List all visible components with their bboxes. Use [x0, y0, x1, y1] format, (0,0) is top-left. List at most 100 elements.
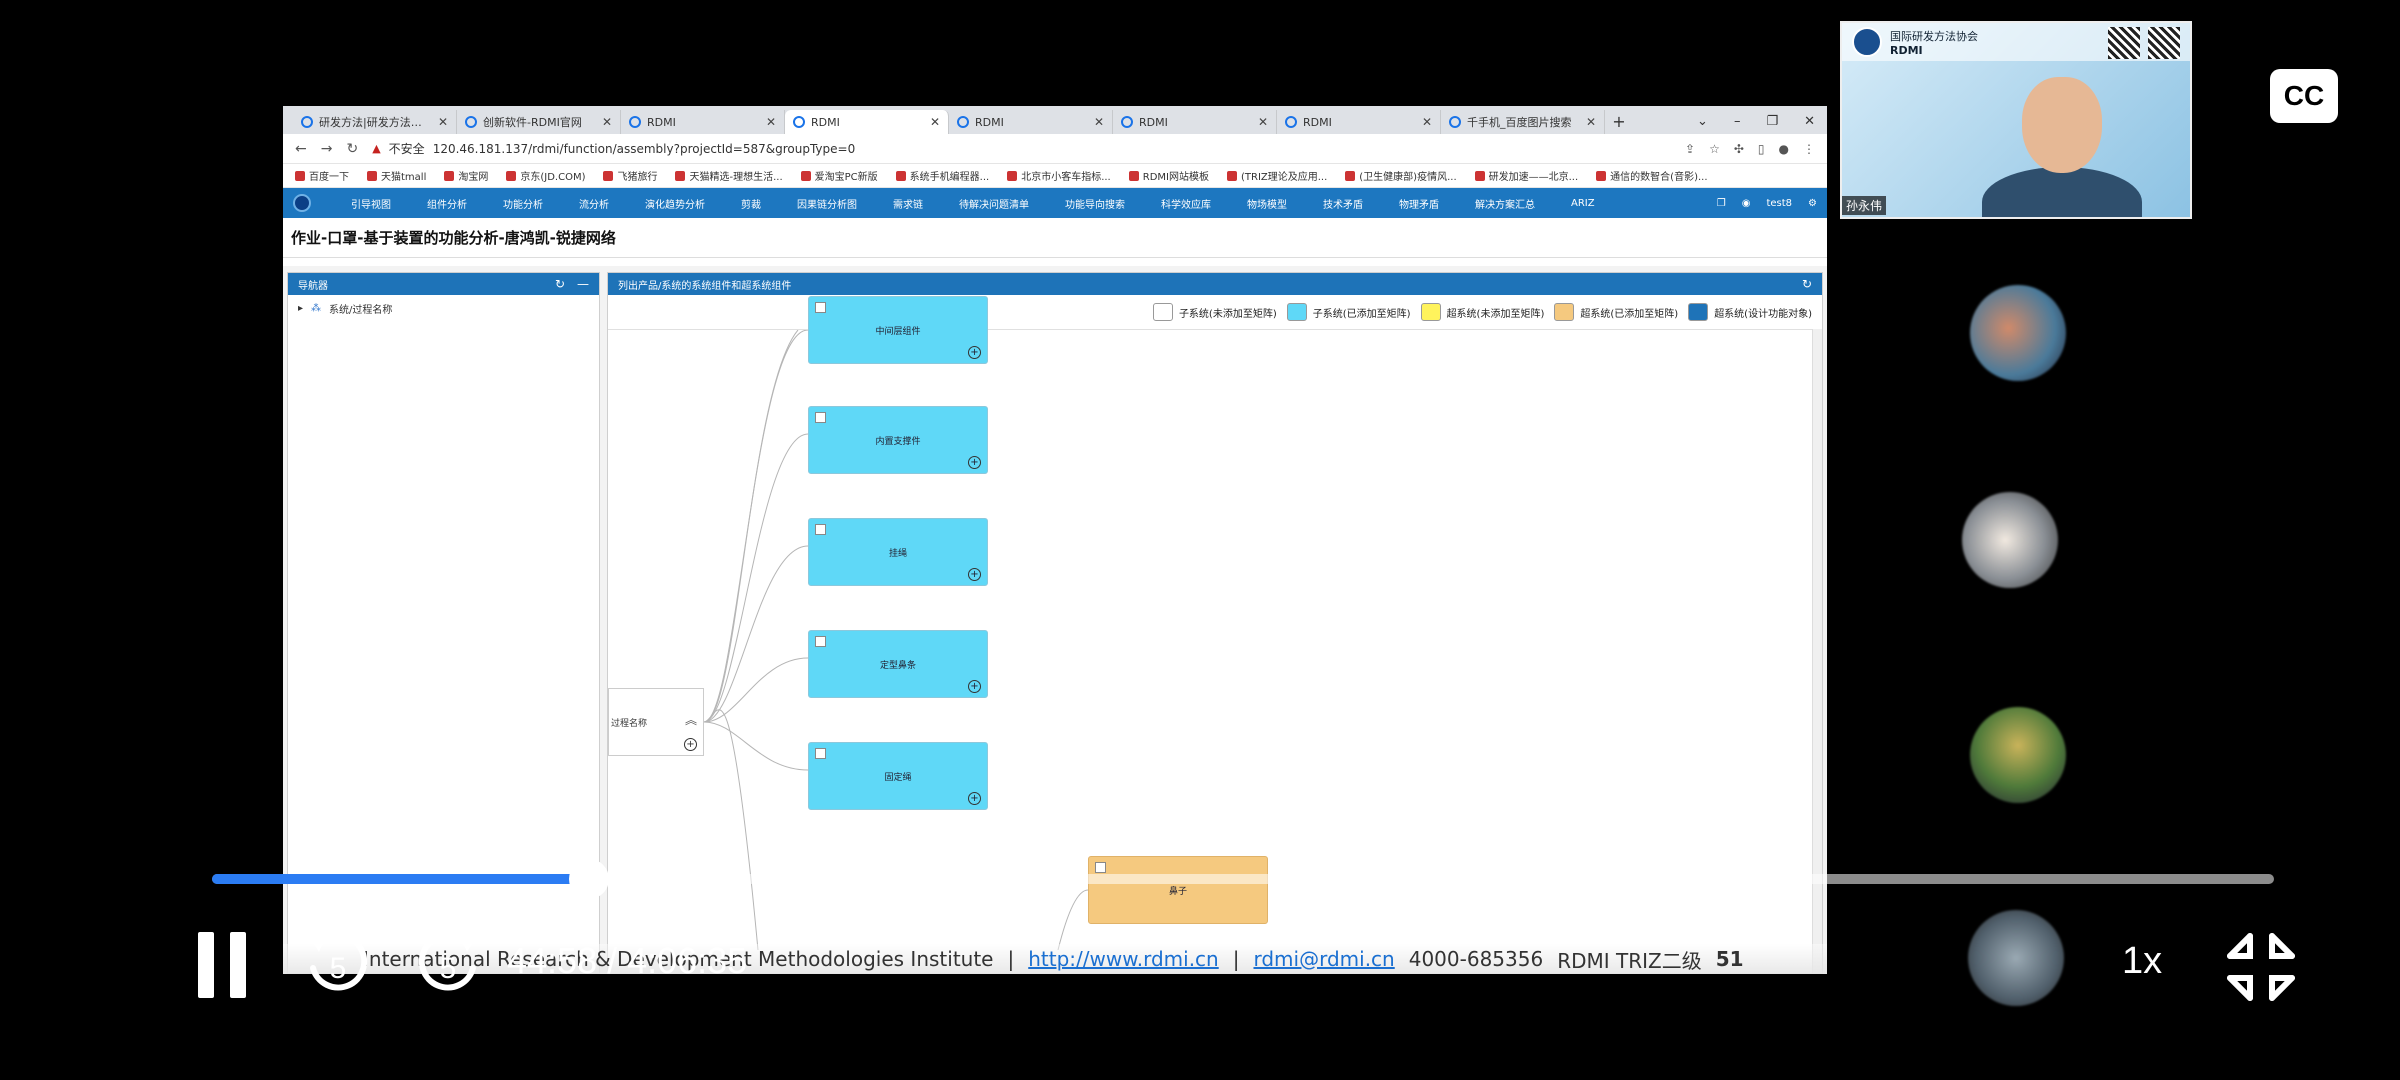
- star-icon[interactable]: ☆: [1709, 141, 1720, 156]
- bookmark[interactable]: RDMI网站模板: [1128, 168, 1209, 183]
- nav-item[interactable]: 功能分析: [503, 199, 543, 211]
- browser-tab[interactable]: RDMI✕: [949, 110, 1113, 134]
- seek-bar[interactable]: [212, 859, 2274, 899]
- nav-item[interactable]: 因果链分析图: [797, 199, 857, 211]
- participant-avatar[interactable]: [1968, 910, 2064, 1006]
- copy-icon[interactable]: ❐: [1716, 197, 1726, 209]
- close-icon[interactable]: ✕: [929, 115, 940, 129]
- share-icon[interactable]: ⇪: [1685, 141, 1696, 156]
- forward-5-button[interactable]: 5: [415, 928, 481, 998]
- node-checkbox[interactable]: [815, 748, 826, 759]
- collapse-icon[interactable]: —: [577, 277, 589, 291]
- chevron-up-icon[interactable]: ︽: [684, 713, 697, 727]
- root-node[interactable]: 过程名称 ︽ +: [608, 688, 704, 756]
- bookmark[interactable]: 系统手机编程器...: [895, 168, 989, 183]
- menu-icon[interactable]: ⋮: [1803, 141, 1815, 156]
- nav-item[interactable]: 需求链: [893, 199, 923, 211]
- bookmark[interactable]: 京东(JD.COM): [506, 168, 585, 183]
- refresh-icon[interactable]: ↻: [1801, 277, 1812, 291]
- tree-item[interactable]: ▸ ⁂ 系统/过程名称: [288, 295, 599, 322]
- rewind-5-button[interactable]: 5: [305, 928, 371, 998]
- component-node[interactable]: 内置支撑件 +: [808, 406, 988, 474]
- chevron-right-icon[interactable]: ▸: [298, 303, 304, 314]
- close-icon[interactable]: ✕: [1585, 115, 1596, 129]
- component-node[interactable]: 固定绳 +: [808, 742, 988, 810]
- add-icon[interactable]: +: [968, 346, 981, 359]
- footer-link[interactable]: http://www.rdmi.cn: [1028, 947, 1219, 971]
- browser-tab[interactable]: RDMI✕: [1277, 110, 1441, 134]
- new-tab-button[interactable]: +: [1612, 112, 1626, 131]
- participant-avatar[interactable]: [1970, 285, 2066, 381]
- browser-tab-active[interactable]: RDMI✕: [785, 110, 949, 134]
- nav-item[interactable]: 科学效应库: [1161, 199, 1211, 211]
- browser-tab[interactable]: RDMI✕: [621, 110, 785, 134]
- playback-speed-button[interactable]: 1x: [2122, 940, 2163, 982]
- bookmark[interactable]: 淘宝网: [444, 168, 488, 183]
- closed-caption-button[interactable]: CC: [2270, 69, 2338, 123]
- minimize-icon[interactable]: –: [1733, 114, 1741, 129]
- user-name[interactable]: test8: [1766, 197, 1793, 209]
- bookmark[interactable]: (卫生健康部)疫情风...: [1345, 168, 1457, 183]
- bookmark[interactable]: 爱淘宝PC新版: [800, 168, 878, 183]
- extension-icon[interactable]: ✣: [1733, 141, 1744, 156]
- supersystem-node[interactable]: 鼻子: [1088, 856, 1268, 924]
- node-checkbox[interactable]: [815, 412, 826, 423]
- close-icon[interactable]: ✕: [437, 115, 448, 129]
- bookmark[interactable]: 通信的数智合(音影)...: [1596, 168, 1708, 183]
- close-icon[interactable]: ✕: [1093, 115, 1104, 129]
- nav-item[interactable]: 流分析: [579, 199, 609, 211]
- browser-tab[interactable]: 研发方法|研发方法论|研发✕: [293, 110, 457, 134]
- close-icon[interactable]: ✕: [601, 115, 612, 129]
- add-icon[interactable]: +: [968, 456, 981, 469]
- close-window-icon[interactable]: ✕: [1804, 114, 1815, 129]
- participant-avatar[interactable]: [1970, 707, 2066, 803]
- nav-item[interactable]: 待解决问题清单: [959, 199, 1029, 211]
- bookmark[interactable]: 北京市小客车指标...: [1007, 168, 1111, 183]
- node-checkbox[interactable]: [1095, 862, 1106, 873]
- sidebar-icon[interactable]: ▯: [1757, 141, 1765, 156]
- nav-item[interactable]: 组件分析: [427, 199, 467, 211]
- component-node[interactable]: 定型鼻条 +: [808, 630, 988, 698]
- close-icon[interactable]: ✕: [1421, 115, 1432, 129]
- bookmark[interactable]: 飞猪旅行: [603, 168, 657, 183]
- nav-item[interactable]: 引导视图: [351, 199, 391, 211]
- browser-tab[interactable]: 创新软件-RDMI官网✕: [457, 110, 621, 134]
- reload-icon[interactable]: ↻: [346, 140, 359, 157]
- vertical-scrollbar[interactable]: [1812, 329, 1822, 973]
- node-checkbox[interactable]: [815, 636, 826, 647]
- bookmark[interactable]: 百度一下: [295, 168, 349, 183]
- node-checkbox[interactable]: [815, 524, 826, 535]
- nav-item[interactable]: 功能导向搜索: [1065, 199, 1125, 211]
- nav-item[interactable]: 解决方案汇总: [1475, 199, 1535, 211]
- nav-item[interactable]: 物理矛盾: [1399, 199, 1439, 211]
- back-icon[interactable]: ←: [295, 140, 307, 157]
- gear-icon[interactable]: ⚙: [1808, 197, 1817, 209]
- refresh-icon[interactable]: ↻: [554, 277, 565, 291]
- browser-tab[interactable]: RDMI✕: [1113, 110, 1277, 134]
- node-checkbox[interactable]: [815, 302, 826, 313]
- restore-icon[interactable]: ❐: [1766, 114, 1779, 129]
- close-icon[interactable]: ✕: [765, 115, 776, 129]
- profile-icon[interactable]: ●: [1778, 141, 1789, 156]
- nav-item[interactable]: 剪裁: [741, 199, 761, 211]
- browser-tab[interactable]: 千手机_百度图片搜索✕: [1441, 110, 1605, 134]
- bookmark[interactable]: 研发加速——北京...: [1474, 168, 1578, 183]
- url-field[interactable]: ▲ 不安全 120.46.181.137/rdmi/function/assem…: [372, 140, 1671, 157]
- add-icon[interactable]: +: [684, 738, 697, 751]
- bookmark[interactable]: 天猫tmall: [367, 168, 426, 183]
- nav-item[interactable]: ARIZ: [1571, 197, 1595, 209]
- add-icon[interactable]: +: [968, 568, 981, 581]
- footer-email[interactable]: rdmi@rdmi.cn: [1253, 947, 1395, 971]
- chevron-down-icon[interactable]: ⌄: [1697, 114, 1708, 129]
- add-icon[interactable]: +: [968, 792, 981, 805]
- add-icon[interactable]: +: [968, 680, 981, 693]
- nav-item[interactable]: 物场模型: [1247, 199, 1287, 211]
- exit-fullscreen-button[interactable]: [2226, 932, 2296, 1002]
- pause-button[interactable]: [198, 932, 252, 998]
- component-node[interactable]: 中间层组件 +: [808, 296, 988, 364]
- seek-bar-thumb[interactable]: [568, 859, 609, 899]
- bookmark[interactable]: 天猫精选-理想生活...: [675, 168, 783, 183]
- component-node[interactable]: 挂绳 +: [808, 518, 988, 586]
- nav-item[interactable]: 演化趋势分析: [645, 199, 705, 211]
- close-icon[interactable]: ✕: [1257, 115, 1268, 129]
